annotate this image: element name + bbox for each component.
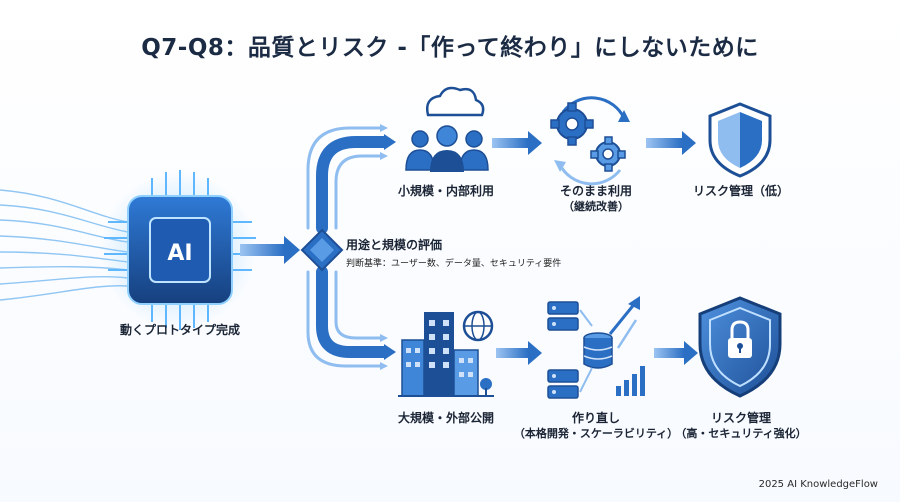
lower-step2-sub: （本格開発・スケーラビリティ） bbox=[513, 427, 679, 440]
arrow-upper-1 bbox=[492, 131, 542, 155]
upper-step2-label: そのまま利用 （継続改善） bbox=[560, 183, 632, 215]
chip-text: AI bbox=[167, 241, 192, 266]
users-cloud-icon bbox=[405, 86, 489, 172]
lower-step1-label: 大規模・外部公開 bbox=[397, 411, 495, 425]
decision-criteria: 判断基準：ユーザー数、データ量、セキュリティ要件 bbox=[346, 259, 562, 269]
footer-credit: 2025 AI KnowledgeFlow bbox=[758, 479, 878, 490]
shield-icon bbox=[708, 102, 772, 178]
arrow-upper-2 bbox=[646, 131, 696, 155]
branch-paths bbox=[306, 126, 390, 368]
upper-step2-title: そのまま利用 bbox=[559, 184, 633, 198]
lower-step2-title: 作り直し bbox=[571, 411, 620, 425]
decision-label: 用途と規模の評価 bbox=[346, 238, 443, 252]
prototype-label: 動くプロトタイプ完成 bbox=[119, 323, 241, 337]
servers-database-icon bbox=[547, 296, 645, 399]
arrow-lower-1 bbox=[496, 341, 542, 365]
ai-chip-icon: AI bbox=[100, 170, 256, 330]
branch-arrowheads bbox=[380, 124, 396, 370]
arrow-lower-2 bbox=[654, 341, 698, 365]
arrow-to-decision bbox=[240, 236, 300, 264]
page-title: Q7-Q8：品質とリスク -「作って終わり」にしないために bbox=[141, 35, 759, 61]
lower-step2-label: 作り直し （本格開発・スケーラビリティ） bbox=[514, 410, 678, 442]
lower-step3-title: リスク管理 bbox=[710, 411, 771, 425]
upper-step3-label: リスク管理（低） bbox=[692, 184, 790, 198]
lower-step3-sub: （高・セキュリティ強化） bbox=[675, 427, 807, 440]
shield-lock-icon bbox=[698, 296, 782, 398]
upper-step2-sub: （継続改善） bbox=[562, 200, 629, 213]
buildings-globe-icon bbox=[398, 310, 494, 397]
gears-icon bbox=[550, 96, 630, 186]
decision-diamond bbox=[300, 228, 344, 272]
lower-step3-label: リスク管理 （高・セキュリティ強化） bbox=[675, 410, 806, 442]
upper-step1-label: 小規模・内部利用 bbox=[397, 184, 495, 198]
